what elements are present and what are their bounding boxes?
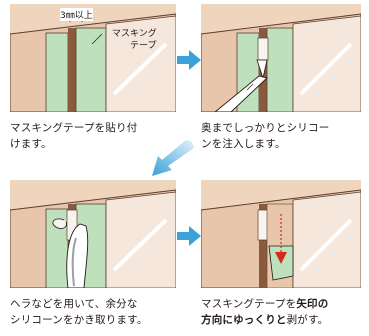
step4-illustration bbox=[201, 180, 361, 288]
step4-caption-bold2: 方向にゆっくりと bbox=[201, 314, 287, 326]
step2-caption-line1: 奥までしっかりとシリコー bbox=[201, 122, 330, 134]
step4-caption-suffix: 剥がす。 bbox=[286, 314, 329, 326]
diagonal-arrow-icon bbox=[148, 140, 194, 182]
step4-caption-line1: マスキングテープを矢印の bbox=[201, 296, 328, 312]
step4-caption: マスキングテープを矢印の 方向にゆっくりと剥がす。 bbox=[201, 296, 328, 328]
tape-annotation-line2: テープ bbox=[130, 41, 157, 51]
step1-caption: マスキングテープを貼り付 けます。 bbox=[10, 120, 137, 152]
gap-annotation: 3㎜以上 bbox=[60, 8, 93, 21]
step2-caption-line2: ンを注入します。 bbox=[201, 138, 286, 150]
step3-caption-line2: シリコーンをかき取ります。 bbox=[10, 314, 148, 326]
tape-annotation-line1: マスキング bbox=[112, 29, 157, 39]
right-arrow-icon bbox=[177, 226, 201, 250]
step4-caption-line2: 方向にゆっくりと剥がす。 bbox=[201, 312, 328, 328]
step3-caption-line1: ヘラなどを用いて、余分な bbox=[10, 298, 138, 310]
step4-caption-prefix: マスキングテープを bbox=[201, 298, 297, 310]
step3-caption: ヘラなどを用いて、余分な シリコーンをかき取ります。 bbox=[10, 296, 148, 328]
step4-caption-bold1: 矢印の bbox=[296, 298, 329, 310]
step1-caption-line1: マスキングテープを貼り付 bbox=[10, 122, 138, 134]
step2-caption: 奥までしっかりとシリコー ンを注入します。 bbox=[201, 120, 329, 152]
right-arrow-icon bbox=[177, 50, 201, 74]
step1-illustration: 3㎜以上 マスキング テープ bbox=[10, 4, 176, 112]
step1-caption-line2: けます。 bbox=[10, 138, 52, 150]
step3-illustration bbox=[10, 180, 176, 288]
step2-illustration bbox=[201, 4, 361, 112]
